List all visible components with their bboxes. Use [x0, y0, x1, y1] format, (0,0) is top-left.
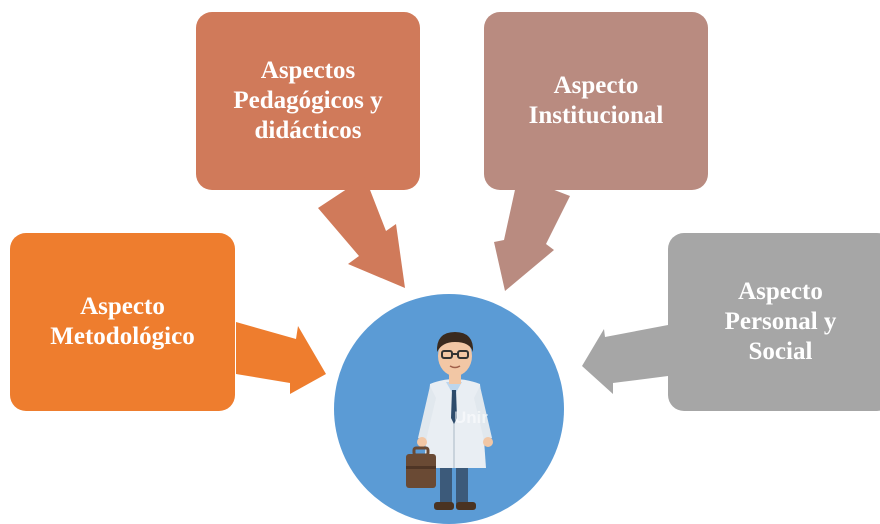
arrow-pedagogicos-to-center	[318, 177, 405, 288]
box-label-line: Personal y	[724, 308, 837, 335]
box-label-line: Social	[748, 338, 813, 365]
box-label-line: didácticos	[254, 117, 362, 144]
box-aspecto-institucional: Aspecto Institucional	[484, 12, 708, 190]
box-label-line: Institucional	[528, 102, 664, 129]
box-aspecto-personal-social: Aspecto Personal y Social	[668, 233, 880, 411]
box-label-line: Pedagógicos y	[233, 87, 383, 114]
arrow-institucional-to-center	[494, 176, 570, 291]
box-label-line: Aspecto	[80, 293, 165, 320]
doctor-with-briefcase-icon	[406, 332, 493, 510]
arrow-personal-to-center	[582, 325, 668, 394]
box-label-line: Aspectos	[260, 57, 356, 84]
box-label-line: Aspecto	[553, 72, 639, 99]
arrow-metodologico-to-center	[236, 322, 326, 394]
watermark-text: Unir	[454, 408, 488, 427]
box-label-line: Aspecto	[738, 278, 823, 305]
box-aspectos-pedagogicos: Aspectos Pedagógicos y didácticos	[196, 12, 420, 190]
box-label-line: Metodológico	[50, 323, 195, 350]
box-aspecto-metodologico: Aspecto Metodológico	[10, 233, 235, 411]
